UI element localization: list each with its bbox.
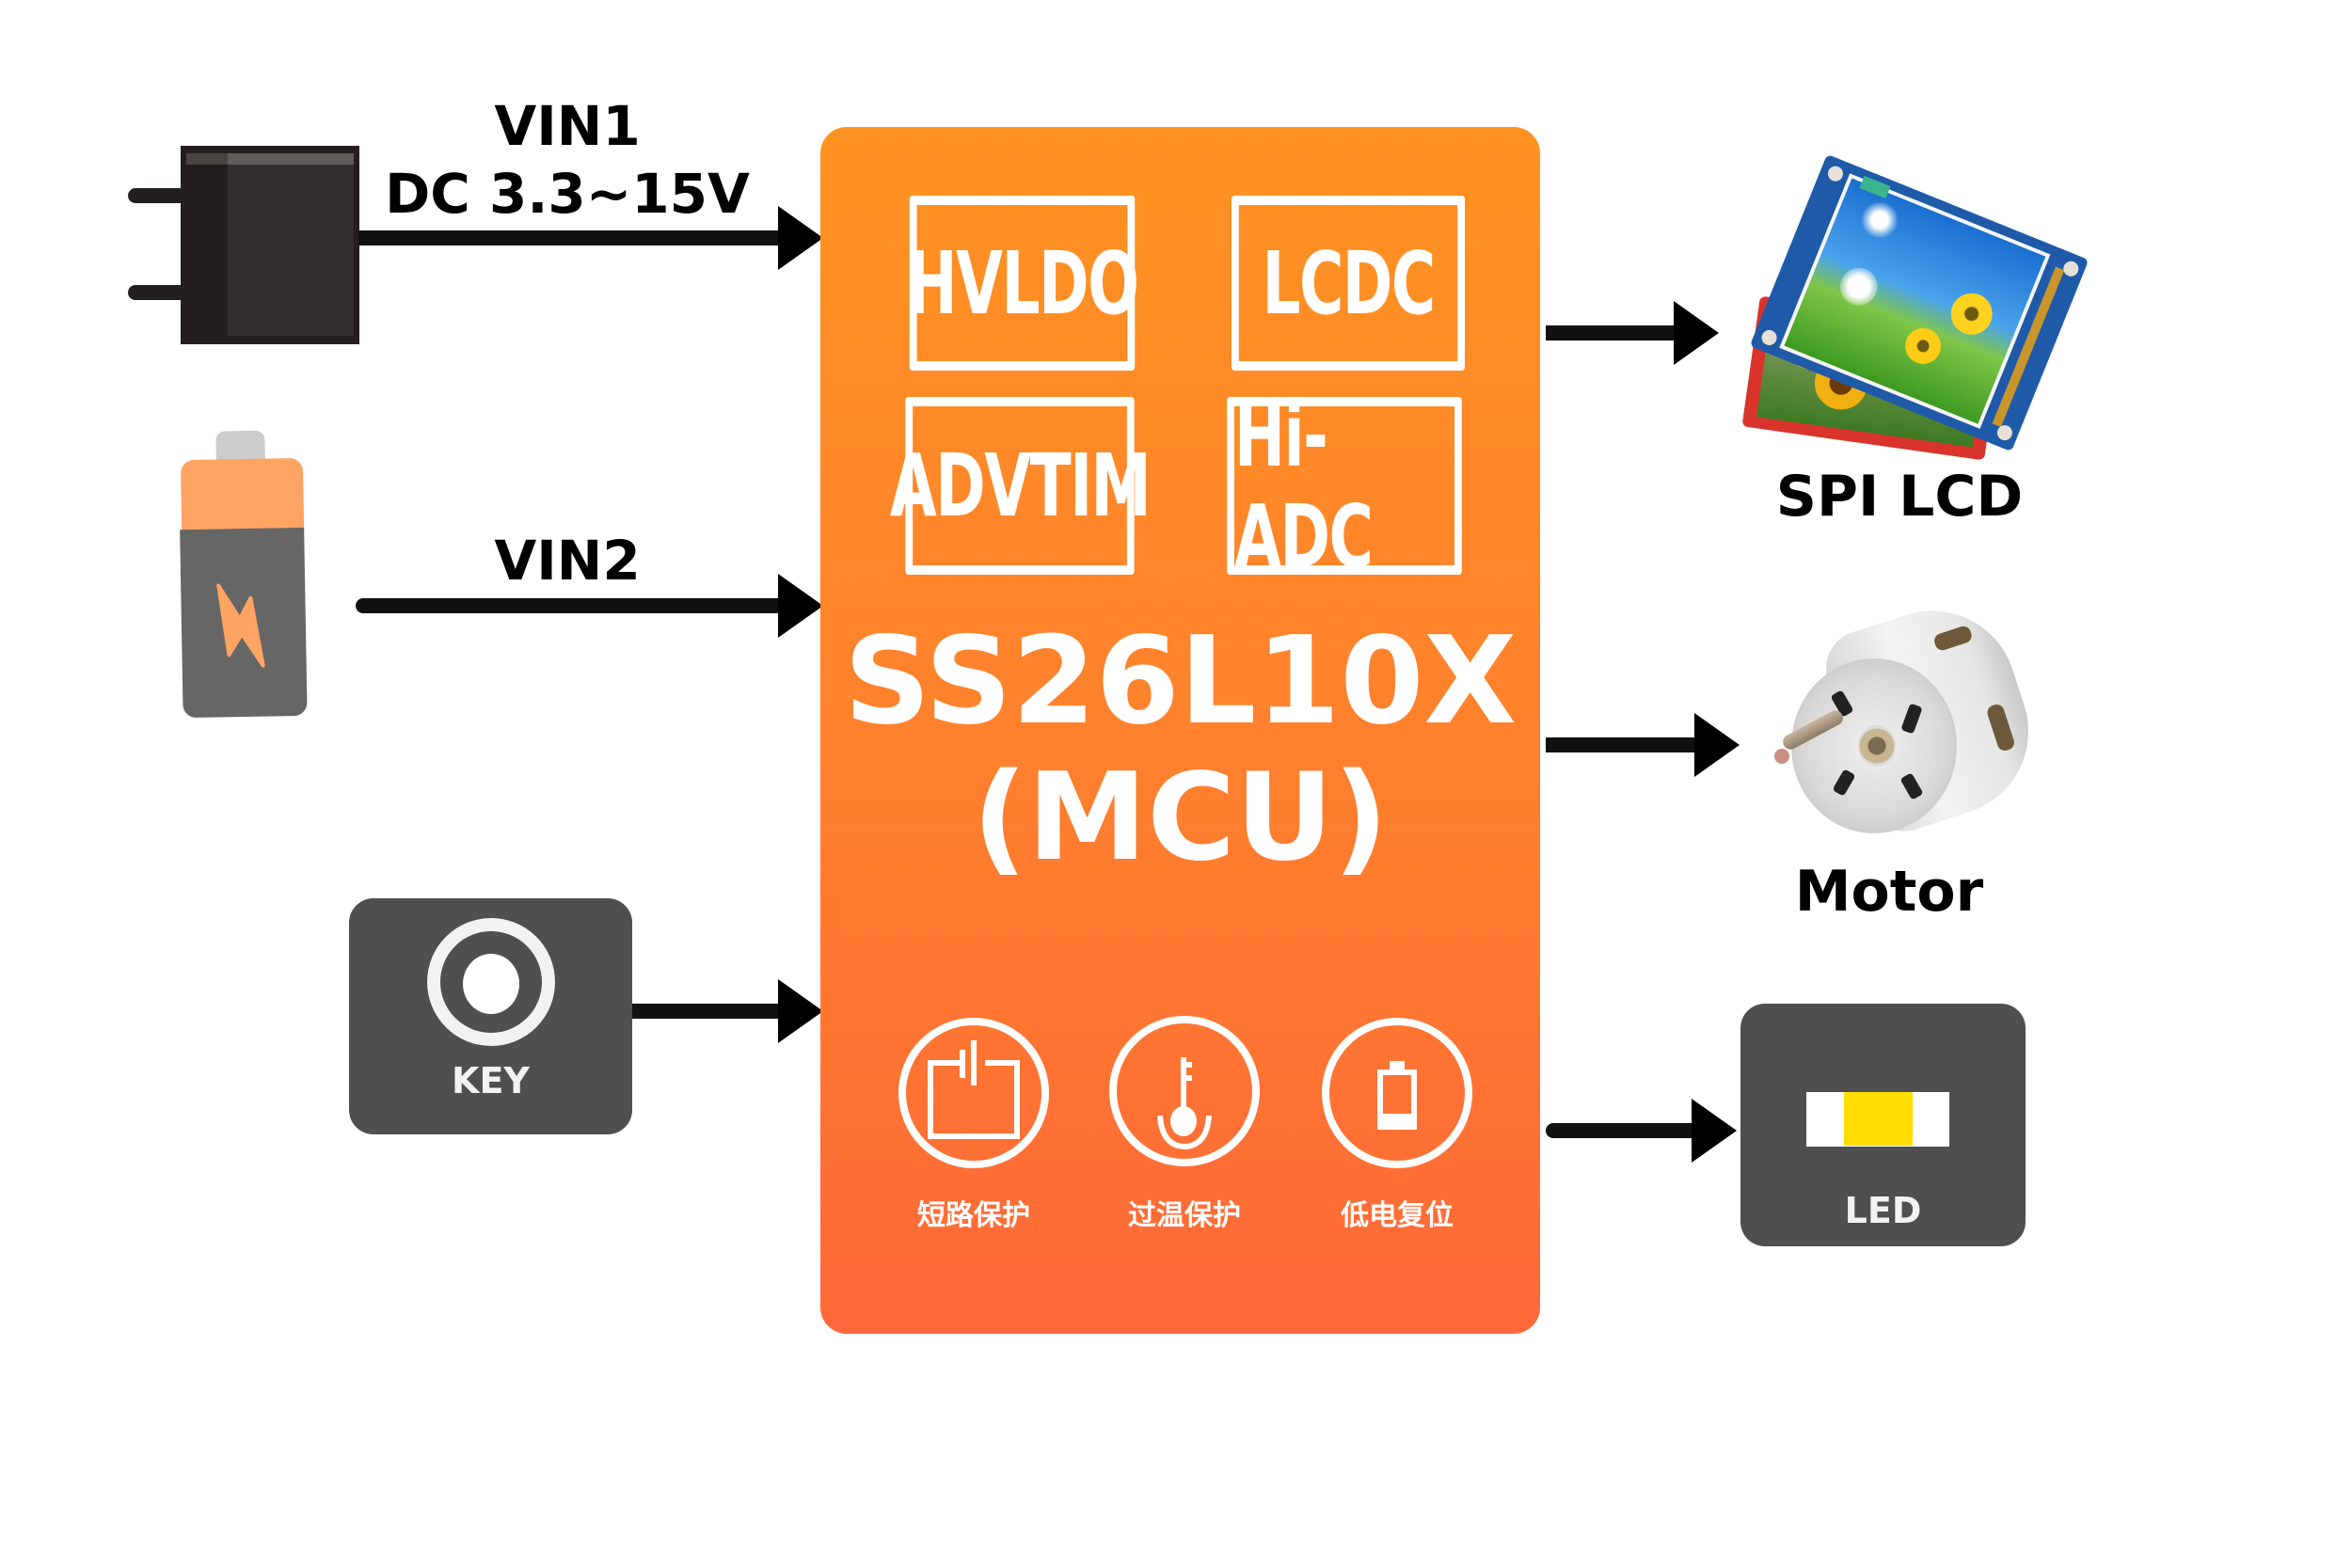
module-hi-adc: Hi-ADC bbox=[1227, 386, 1462, 587]
led-arrow bbox=[1546, 1099, 1739, 1163]
module-advtim: ADVTIM bbox=[890, 397, 1152, 575]
mcu-type-label: (MCU) bbox=[972, 748, 1389, 888]
short-circuit-protection-label: 短路保护 bbox=[917, 1199, 1030, 1232]
adapter-prong-bottom bbox=[128, 285, 184, 300]
vin2-arrow bbox=[356, 574, 823, 638]
vin2-label: VIN2 bbox=[494, 529, 641, 593]
adapter-prong-top bbox=[128, 188, 184, 203]
thermometer-icon bbox=[1109, 1016, 1260, 1166]
led-die bbox=[1844, 1092, 1913, 1146]
dc-motor-image bbox=[1759, 589, 2051, 847]
over-temperature-protection-label: 过温保护 bbox=[1128, 1199, 1241, 1232]
low-battery-icon bbox=[1322, 1018, 1472, 1168]
mcu-part-number: SS26L10X bbox=[843, 611, 1518, 752]
power-adapter-icon bbox=[128, 146, 359, 344]
mcu-block: HVLDO LCDC ADVTIM Hi-ADC SS26L10X (MCU) … bbox=[820, 127, 1540, 1334]
motor-endcap bbox=[1791, 658, 1957, 833]
vin1-label: VIN1 bbox=[494, 94, 641, 158]
lightning-bolt-icon bbox=[216, 583, 265, 668]
motor-label: Motor bbox=[1794, 859, 1984, 925]
lcd-arrow bbox=[1546, 301, 1721, 365]
led-label: LED bbox=[1844, 1190, 1922, 1231]
lcd-module-image bbox=[1740, 153, 2090, 461]
adapter-body bbox=[181, 146, 359, 344]
led-box: LED bbox=[1740, 1004, 2026, 1246]
key-label: KEY bbox=[452, 1060, 530, 1101]
battery-cap bbox=[180, 457, 305, 532]
key-box[interactable]: KEY bbox=[349, 898, 632, 1134]
vin1-range-label: DC 3.3~15V bbox=[385, 162, 750, 226]
push-button-icon bbox=[427, 918, 555, 1046]
short-circuit-icon bbox=[898, 1018, 1049, 1168]
module-hvldo: HVLDO bbox=[907, 196, 1139, 371]
battery-icon bbox=[178, 430, 310, 720]
module-lcdc: LCDC bbox=[1231, 196, 1466, 371]
low-voltage-reset-label: 低电复位 bbox=[1341, 1199, 1454, 1232]
vin1-arrow bbox=[358, 206, 823, 270]
led-chip-icon bbox=[1806, 1092, 1949, 1147]
spi-lcd-label: SPI LCD bbox=[1775, 464, 2024, 530]
key-arrow bbox=[632, 979, 823, 1043]
motor-arrow bbox=[1546, 713, 1741, 777]
